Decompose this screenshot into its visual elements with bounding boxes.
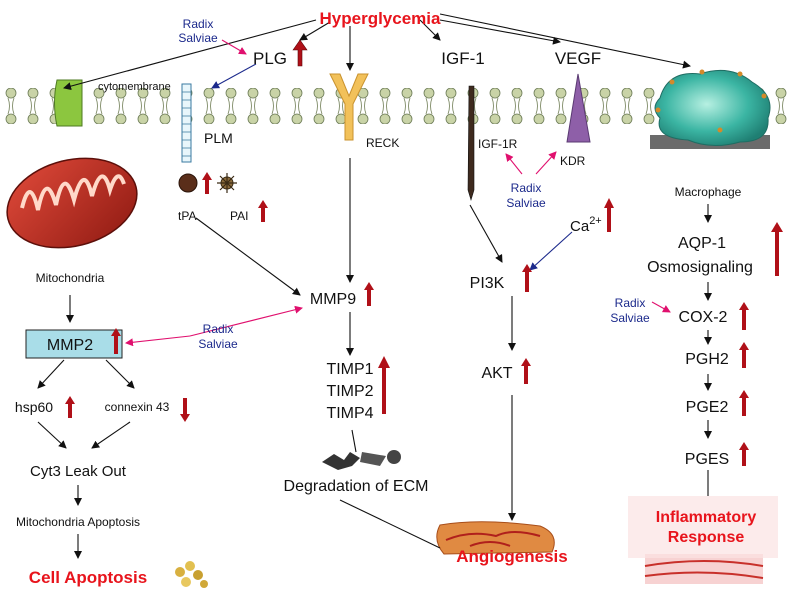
cox2-label: COX-2 [679,309,728,326]
osmosignaling-label: Osmosignaling [647,259,753,276]
membrane-channel [54,79,83,127]
tpa-label: tPA [178,209,196,223]
down-arrow-icon [180,398,190,422]
tpa-icon [178,173,198,193]
hsp60-label: hsp60 [15,399,53,415]
ecm-fragments-icon [322,450,401,470]
plm-label: PLM [204,130,233,146]
inflammation-vessel-image [644,554,764,584]
apoptosis-cells-icon [175,561,208,588]
plm-bar [181,83,192,163]
kdr-label: KDR [560,154,586,168]
igf1-label: IGF-1 [441,49,484,68]
cytomembrane-label: cytomembrane [98,81,171,93]
mmp2-label: MMP2 [47,337,93,354]
blue-arrows [211,63,573,271]
plg-label: PLG [253,49,287,68]
ca-label: Ca2+ [570,215,602,235]
macrophage-label: Macrophage [675,185,742,199]
up-arrow-icon [65,39,783,466]
cell-apoptosis-label: Cell Apoptosis [29,568,147,587]
aqp1-label: AQP-1 [678,235,726,252]
kdr-receptor [566,73,591,143]
mitochondrion-icon [6,157,138,249]
angiogenesis-image [436,521,555,555]
igf1r-label: IGF-1R [478,137,518,151]
mmp9-label: MMP9 [310,291,356,308]
pgh2-label: PGH2 [685,351,729,368]
pai-icon [217,173,237,193]
macrophage-cell [650,69,771,149]
reck-receptor [329,73,369,141]
pi3k-label: PI3K [470,275,505,292]
pge2-label: PGE2 [686,399,729,416]
vegf-label: VEGF [555,49,601,68]
cyt3-label: Cyt3 Leak Out [30,463,127,480]
degradation-label: Degradation of ECM [284,478,429,495]
akt-label: AKT [481,365,512,382]
mitochondria-label: Mitochondria [36,271,105,285]
angiogenesis-label: Angiogenesis [456,547,567,566]
inflammation-halo [628,496,778,558]
mito-apoptosis-label: Mitochondria Apoptosis [16,515,140,529]
pges-label: PGES [685,451,729,468]
connexin43-label: connexin 43 [105,400,170,414]
hyperglycemia-label: Hyperglycemia [320,9,441,28]
mmp2-box [25,329,123,359]
pathway-arrows [37,13,712,559]
radix-salviae-arrows [125,39,671,347]
pai-label: PAI [230,209,248,223]
reck-label: RECK [366,136,399,150]
igf1r-receptor [467,85,475,202]
